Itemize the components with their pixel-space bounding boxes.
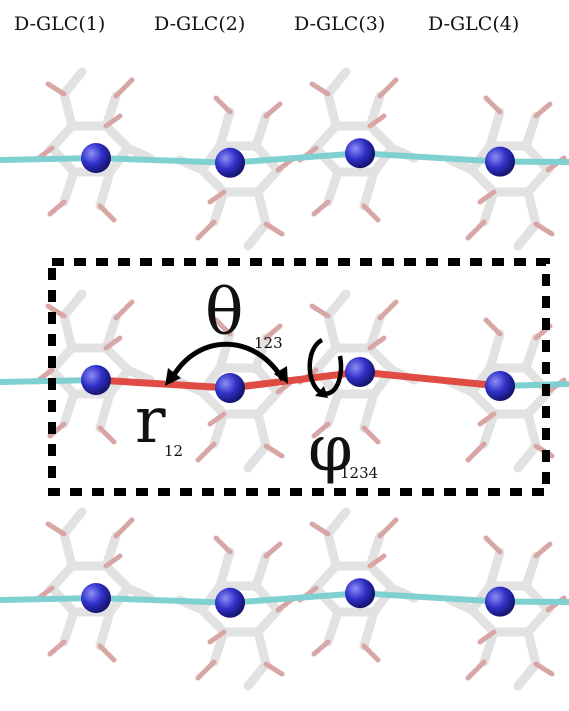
cg-bead xyxy=(215,147,245,178)
cg-bead xyxy=(81,143,111,173)
cg-bead xyxy=(81,365,111,395)
cg-bead xyxy=(81,583,111,613)
residue-label-1: D-GLC(1) xyxy=(14,13,105,35)
residue-label-3: D-GLC(3) xyxy=(294,13,385,35)
cg-bead xyxy=(485,586,515,617)
bond-subscript: 12 xyxy=(164,442,183,460)
selection-box xyxy=(48,258,550,496)
cg-bead xyxy=(345,357,375,387)
cg-bead xyxy=(345,138,375,169)
angle-arrow-right xyxy=(274,366,288,384)
dihedral-symbol: φ xyxy=(308,412,353,486)
angle-arc xyxy=(167,341,286,384)
cg-bead xyxy=(345,578,375,609)
chain xyxy=(0,138,569,178)
cg-bead xyxy=(215,373,245,403)
cg-bead xyxy=(215,587,245,618)
cg-bead xyxy=(485,146,515,177)
angle-symbol: θ xyxy=(205,276,244,350)
highlighted-chain xyxy=(0,357,569,403)
residue-label-4: D-GLC(4) xyxy=(428,13,519,35)
cg-bead xyxy=(485,371,515,401)
angle-arrow-left xyxy=(165,368,181,386)
angle-subscript: 123 xyxy=(254,334,283,352)
dihedral-arrowhead xyxy=(315,386,328,398)
bond-symbol: r xyxy=(135,384,166,458)
coarse-grained-chains xyxy=(0,138,569,618)
highlighted-bond-segment xyxy=(92,368,504,392)
dihedral-subscript: 1234 xyxy=(340,464,378,482)
residue-label-2: D-GLC(2) xyxy=(154,13,245,35)
chain xyxy=(0,578,569,618)
